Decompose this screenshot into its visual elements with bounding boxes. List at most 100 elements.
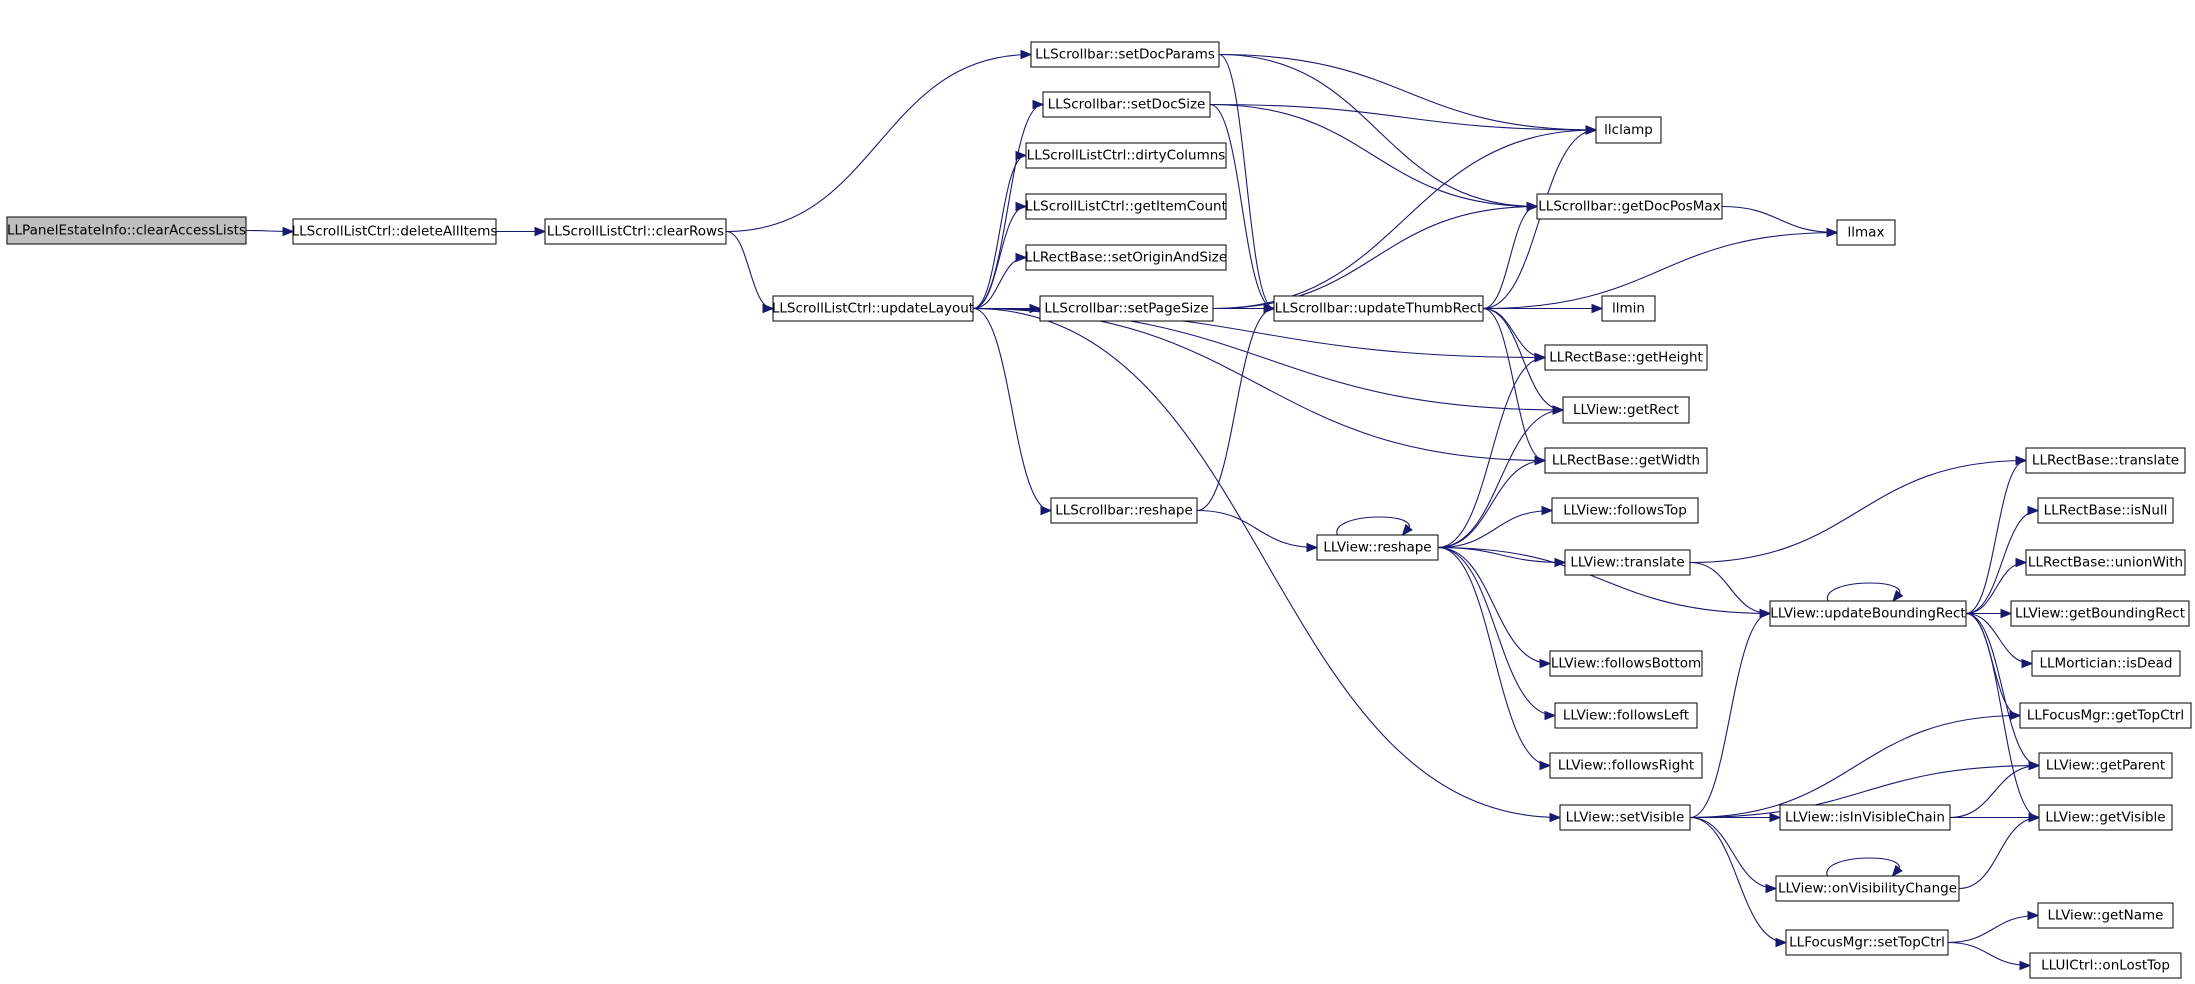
node-llrect-base-set-origin-and-size[interactable]: LLRectBase::setOriginAndSize [1025,244,1227,271]
edge-arrowhead [1539,658,1552,669]
node-llscroll-list-ctrl-update-layout[interactable]: LLScrollListCtrl::updateLayout [772,295,974,322]
node-llscrollbar-set-doc-params[interactable]: LLScrollbar::setDocParams [1030,41,1220,68]
edge-arrowhead [1541,505,1554,516]
node-llrect-base-get-height[interactable]: LLRectBase::getHeight [1544,344,1708,371]
node-box [1562,396,1690,424]
node-llview-follows-left[interactable]: LLView::followsLeft [1554,702,1698,729]
node-llclamp[interactable]: llclamp [1595,116,1662,144]
node-llscroll-list-ctrl-clear-rows[interactable]: LLScrollListCtrl::clearRows [544,218,727,245]
node-label: LLScrollbar::updateThumbRect [1275,301,1483,317]
node-box [292,218,497,245]
node-label: LLView::reshape [1323,540,1431,556]
call-edge [1218,53,1276,314]
call-edge-line [1212,205,1538,310]
node-llview-get-rect[interactable]: LLView::getRect [1562,396,1690,424]
node-label: llmin [1612,301,1645,317]
node-lluictrl-on-lost-top[interactable]: LLUICtrl::onLostTop [2029,952,2182,979]
node-llrect-base-get-width[interactable]: LLRectBase::getWidth [1544,447,1708,474]
node-label: LLView::getParent [2046,758,2165,774]
node-llscrollbar-set-doc-size[interactable]: LLScrollbar::setDocSize [1042,91,1211,118]
node-label: LLScrollbar::getDocPosMax [1538,199,1720,215]
call-edge [1196,303,1276,512]
node-label: LLScrollListCtrl::deleteAllItems [292,224,498,240]
call-edge-line [1965,509,2039,615]
edge-arrowhead [2000,608,2013,619]
call-edge [1437,546,1552,669]
node-llview-update-bounding-rect[interactable]: LLView::updateBoundingRect [1769,600,1967,627]
call-edge-line [1209,103,1597,131]
node-label: LLScrollbar::setDocSize [1048,97,1206,113]
call-edge-line [1947,941,2031,967]
node-llscrollbar-reshape[interactable]: LLScrollbar::reshape [1050,497,1198,524]
node-box [1025,193,1227,220]
node-llview-get-visible[interactable]: LLView::getVisible [2038,804,2173,831]
edge-arrowhead [1401,523,1413,537]
node-llview-get-bounding-rect[interactable]: LLView::getBoundingRect [2010,600,2190,627]
node-llfocus-mgr-get-top-ctrl[interactable]: LLFocusMgr::getTopCtrl [2019,702,2192,729]
node-llrect-base-translate[interactable]: LLRectBase::translate [2025,447,2186,474]
node-llmortician-is-dead[interactable]: LLMortician::isDead [2031,650,2181,677]
edge-arrowhead [1526,201,1539,212]
node-box [1785,929,1949,956]
node-llscroll-list-ctrl-get-item-count[interactable]: LLScrollListCtrl::getItemCount [1025,193,1227,220]
call-edge [1482,227,1839,310]
node-llfocus-mgr-set-top-ctrl[interactable]: LLFocusMgr::setTopCtrl [1785,929,1949,956]
edge-arrowhead [1306,542,1319,553]
call-edge [1721,205,1839,238]
node-llview-follows-right[interactable]: LLView::followsRight [1549,752,1703,779]
node-label: LLView::followsRight [1558,758,1694,774]
call-edge-line [1437,546,1551,767]
node-llmin[interactable]: llmin [1601,295,1656,322]
call-edge [1689,816,1778,894]
node-llrect-base-union-with[interactable]: LLRectBase::unionWith [2025,549,2186,576]
node-box [2025,549,2186,576]
node-llmax[interactable]: llmax [1836,219,1896,246]
call-edge-line [972,154,1027,310]
node-llscrollbar-get-doc-pos-max[interactable]: LLScrollbar::getDocPosMax [1536,193,1723,220]
call-edge-line [1196,509,1318,549]
call-edge [1965,505,2040,615]
node-llview-get-parent[interactable]: LLView::getParent [2038,752,2173,779]
call-edge [1949,760,2041,819]
call-edge [1218,53,1598,135]
call-edge-line [1437,546,1556,717]
call-edge [972,307,1565,415]
node-llview-reshape[interactable]: LLView::reshape [1316,534,1439,561]
node-llscrollbar-set-page-size[interactable]: LLScrollbar::setPageSize [1039,295,1214,322]
call-edge-line [725,53,1032,233]
call-edge-line [1947,914,2039,944]
node-label: LLView::followsTop [1563,503,1687,519]
call-edge [1437,455,1547,549]
node-box [2029,952,2182,979]
node-box [2038,752,2173,779]
node-box [1544,447,1708,474]
node-label: LLView::setVisible [1566,810,1685,826]
node-llpanel-estate-info-clear-access-lists[interactable]: LLPanelEstateInfo::clearAccessLists [6,216,247,245]
node-llview-get-name[interactable]: LLView::getName [2037,902,2174,929]
node-llrect-base-is-null[interactable]: LLRectBase::isNull [2037,497,2174,524]
node-box [544,218,727,245]
call-edge [1218,53,1539,212]
call-edge-line [1689,459,2027,564]
node-llscroll-list-ctrl-dirty-columns[interactable]: LLScrollListCtrl::dirtyColumns [1025,142,1227,169]
node-label: LLUICtrl::onLostTop [2041,958,2170,974]
call-edge-line [1482,231,1838,310]
node-box [1601,295,1656,322]
node-llscroll-list-ctrl-delete-all-items[interactable]: LLScrollListCtrl::deleteAllItems [292,218,498,245]
node-label: LLView::getRect [1573,402,1679,418]
node-llview-follows-top[interactable]: LLView::followsTop [1551,497,1699,524]
node-llscrollbar-update-thumb-rect[interactable]: LLScrollbar::updateThumbRect [1273,295,1484,322]
node-llview-on-visibility-change[interactable]: LLView::onVisibilityChange [1775,875,1960,902]
edge-arrowhead [1015,150,1028,161]
node-llview-translate[interactable]: LLView::translate [1564,549,1691,576]
call-edge [1212,201,1539,310]
node-label: LLFocusMgr::setTopCtrl [1789,935,1945,951]
node-llview-set-visible[interactable]: LLView::setVisible [1559,804,1691,831]
edge-arrowhead [1534,352,1547,363]
call-edge [1689,710,2022,819]
edge-arrowhead [1769,812,1782,823]
node-llview-follows-bottom[interactable]: LLView::followsBottom [1549,650,1703,677]
node-llview-is-in-visible-chain[interactable]: LLView::isInVisibleChain [1779,804,1951,831]
edge-arrowhead [2019,960,2032,971]
call-edge-line [1218,53,1275,310]
